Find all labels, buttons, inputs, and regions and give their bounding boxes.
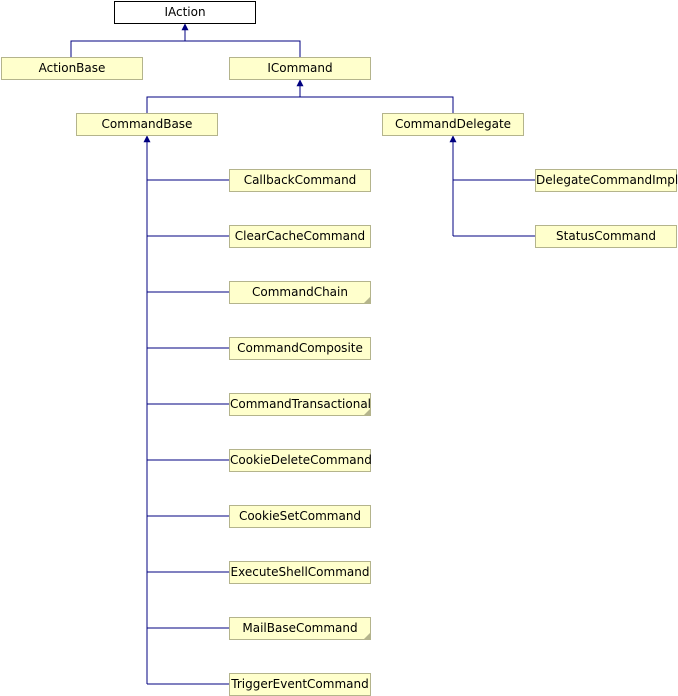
node-command-chain-label: CommandChain — [252, 285, 348, 299]
node-iaction[interactable]: IAction — [114, 1, 256, 24]
node-command-chain[interactable]: CommandChain — [229, 281, 371, 304]
node-command-composite[interactable]: CommandComposite — [229, 337, 371, 360]
edge-branch-icommand — [146, 96, 454, 113]
node-command-base[interactable]: CommandBase — [76, 113, 218, 136]
node-command-delegate[interactable]: CommandDelegate — [382, 113, 524, 136]
fold-corner-icon — [364, 297, 370, 303]
edge-branch-iaction — [70, 40, 301, 57]
node-action-base[interactable]: ActionBase — [1, 57, 143, 80]
node-delegate-command-impl[interactable]: DelegateCommandImpl — [535, 169, 678, 192]
node-cookie-set-command[interactable]: CookieSetCommand — [229, 505, 371, 528]
node-status-command[interactable]: StatusCommand — [535, 225, 677, 248]
node-cookie-delete-command[interactable]: CookieDeleteCommand — [229, 449, 372, 472]
node-command-transactional-label: CommandTransactional — [230, 397, 372, 411]
node-clear-cache-command[interactable]: ClearCacheCommand — [229, 225, 371, 248]
node-mail-base-command-label: MailBaseCommand — [242, 621, 358, 635]
node-trigger-event-command[interactable]: TriggerEventCommand — [229, 673, 371, 696]
fold-corner-icon — [364, 633, 370, 639]
node-callback-command[interactable]: CallbackCommand — [229, 169, 371, 192]
node-mail-base-command[interactable]: MailBaseCommand — [229, 617, 371, 640]
fold-corner-icon — [364, 409, 370, 415]
node-execute-shell-command[interactable]: ExecuteShellCommand — [229, 561, 371, 584]
node-icommand[interactable]: ICommand — [229, 57, 371, 80]
node-command-transactional[interactable]: CommandTransactional — [229, 393, 371, 416]
